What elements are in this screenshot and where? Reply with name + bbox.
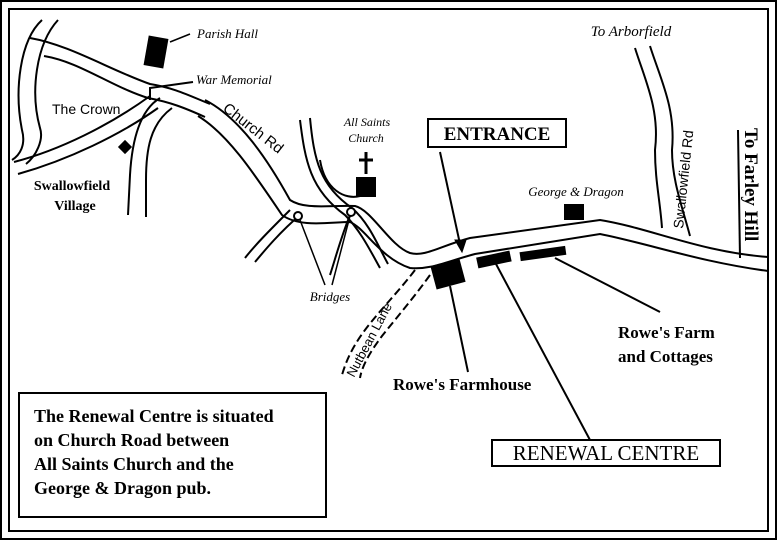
renewal-centre-label-box [491,439,721,467]
renewal-centre-building [476,250,512,269]
parish-hall-pointer [169,33,191,43]
george-dragon-building [564,204,584,220]
village-loop-road-inner [25,19,59,165]
village-label-line1: Swallowfield [34,179,110,194]
side-road-right [145,107,173,217]
entrance-arrow-icon [454,239,467,254]
rowes-farmhouse-label: Rowe's Farmhouse [393,375,532,394]
all-saints-label-line2: Church [348,131,384,145]
info-line-4: George & Dragon pub. [34,478,211,498]
nutbean-lane-east [359,274,431,379]
road-network [11,19,769,276]
bridge-1 [293,211,303,221]
bridge-2 [346,207,356,217]
the-crown-label: The Crown [52,101,120,117]
village-top-road-upper [29,37,211,105]
entrance-label: ENTRANCE [444,124,551,145]
parish-hall-label: Parish Hall [196,26,258,41]
swallowfield-road-east [649,45,691,237]
info-line-3: All Saints Church and the [34,454,234,474]
all-saints-label-line1: All Saints [343,115,391,129]
parish-hall-building [143,35,169,69]
stream-5 [244,209,291,259]
village-label-line2: Village [54,199,95,214]
stream-3 [319,159,361,198]
rowes-farm-label-line1: Rowe's Farm [618,323,715,342]
info-line-2: on Church Road between [34,430,230,450]
swallowfield-road-west [634,47,663,229]
farley-hill-road [737,129,741,259]
info-box: The Renewal Centre is situated on Church… [18,392,327,518]
side-road-left [127,97,161,216]
rowes-farmhouse-pointer [449,285,469,373]
bridges-pointer-1 [299,219,326,286]
church-building [356,177,376,197]
church-road-north [204,99,769,258]
pointer-lines [149,33,661,441]
entrance-pointer [439,151,461,245]
stream-6 [329,214,351,276]
rowes-farmhouse-building [430,258,466,290]
nutbean-lane-west [341,269,416,376]
rowes-farm-label-line2: and Cottages [618,347,713,366]
entrance-label-box [427,118,567,148]
church-road-south [197,115,769,272]
side-road-upper [13,95,151,163]
war-memorial-label: War Memorial [196,72,272,87]
george-dragon-label: George & Dragon [528,184,624,199]
side-road-lower [17,107,159,175]
rowes-cottages-building [519,245,567,262]
village-loop-road-outer [11,19,43,161]
stream-4 [254,214,301,263]
renewal-centre-pointer [495,263,591,441]
bridges-pointer-2 [331,215,351,286]
church-cross-icon [359,152,373,174]
nutbean-lane [341,269,431,379]
rowes-farm-pointer [554,257,661,313]
bridges-label: Bridges [310,289,350,304]
stream-1 [299,119,381,269]
to-arborfield-label: To Arborfield [591,24,672,40]
renewal-centre-label: RENEWAL CENTRE [513,441,699,465]
village-top-road-lower [43,55,206,118]
to-farley-hill-label: To Farley Hill [740,128,761,241]
war-memorial-pointer [149,81,194,100]
info-line-1: The Renewal Centre is situated [34,406,274,426]
